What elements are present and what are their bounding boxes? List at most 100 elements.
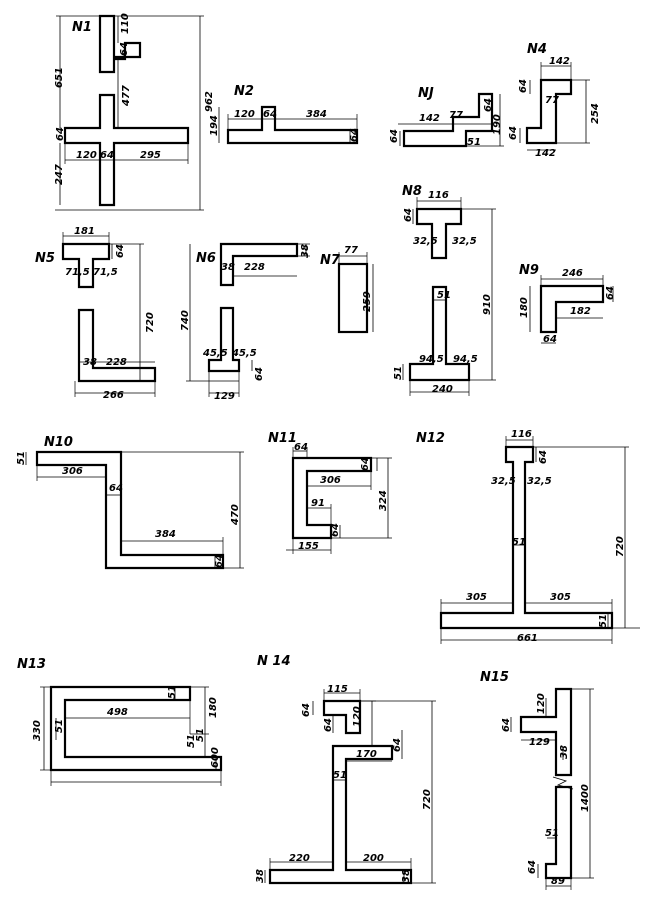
profile-shape [291, 456, 373, 540]
dimension-label: 384 [155, 529, 176, 540]
profile-title: N2 [234, 84, 254, 99]
dimension-label: 200 [363, 853, 384, 864]
dimension-label: 51 [393, 366, 404, 380]
profile-shape [61, 242, 111, 289]
dimension-label: 64 [403, 208, 414, 222]
profile-title: N12 [416, 431, 445, 446]
dimension-label: 64 [301, 703, 312, 717]
dimension-label: 142 [549, 56, 570, 67]
profile-n6: N6 38 228 38 740 45,5 45,5 64 129 [180, 242, 311, 402]
dimension-label: 240 [432, 384, 453, 395]
dimension-label: 64 [115, 244, 126, 258]
dimension-label: 32,5 [413, 236, 438, 247]
dimension-label: 110 [120, 13, 131, 34]
dimension-label: 64 [100, 150, 114, 161]
dimension-label: 228 [106, 357, 127, 368]
dimension-label: 120 [352, 706, 363, 727]
dimension-label: 51 [512, 537, 526, 548]
dimension-label: 651 [54, 67, 65, 88]
profile-shape [519, 687, 573, 777]
profile-n2: N2 120 64 384 194 64 [209, 84, 360, 145]
dimension-label: 51 [598, 614, 609, 628]
dimension-label: 32,5 [491, 476, 516, 487]
dimension-label: 64 [538, 450, 549, 464]
dimension-label: 64 [254, 367, 265, 381]
dimension-label: 470 [230, 504, 241, 526]
dimension-label: 89 [551, 876, 565, 887]
dimension-label: 64 [389, 129, 400, 143]
dimension-label: 71,5 [65, 267, 90, 278]
dimension-label: 246 [562, 268, 583, 279]
dimension-label: 51 [333, 770, 347, 781]
profile-n13: N13 330 51 498 180 51 51 51 600 [17, 657, 223, 786]
dimension-label: 45,5 [231, 348, 257, 359]
dimension-label: 142 [419, 113, 440, 124]
dimension-label: 71,5 [93, 267, 118, 278]
profile-title: N11 [268, 431, 297, 446]
dimension-label: 94,5 [419, 354, 444, 365]
dimension-label: 600 [210, 747, 221, 768]
profile-n8: N8 116 64 32,5 32,5 910 51 94,5 94,5 51 … [393, 184, 496, 396]
dimension-label: 180 [208, 697, 219, 718]
dimension-label: 38 [221, 262, 235, 273]
dimension-label: 38 [255, 869, 266, 883]
dimension-label: 384 [306, 109, 327, 120]
dimension-label: 51 [186, 734, 197, 748]
dimension-label: 64 [349, 128, 360, 142]
dimension-label: 170 [356, 749, 377, 760]
profile-title: N9 [519, 263, 539, 278]
dimension-label: 64 [214, 554, 225, 568]
dimension-label: 228 [244, 262, 265, 273]
dimension-label: 94,5 [453, 354, 478, 365]
profile-shape [402, 92, 494, 148]
dimension-label: 64 [55, 127, 66, 141]
profile-title: N 14 [257, 654, 291, 669]
profile-n12: N12 116 64 32,5 32,5 720 51 305 305 51 6… [416, 429, 640, 644]
profile-shape [77, 308, 157, 383]
profile-shape [98, 14, 142, 74]
dimension-label: 32,5 [527, 476, 552, 487]
dimension-label: 64 [119, 42, 130, 56]
profile-title: N10 [44, 435, 73, 450]
profile-n15: N15 120 64 129 38 1400 51 64 89 [480, 670, 594, 890]
profile-shape [525, 78, 573, 145]
dimension-label: 720 [615, 536, 626, 557]
dimension-label: 661 [517, 633, 538, 644]
dimension-label: 498 [106, 707, 128, 718]
dimension-label: 64 [294, 442, 308, 453]
dimension-label: 77 [344, 245, 358, 256]
dimension-label: 116 [428, 190, 449, 201]
profile-n7: N7 77 259 [320, 245, 374, 334]
dimension-label: 64 [543, 334, 557, 345]
profile-n1: N1 110 64 651 962 477 64 120 64 295 247 [54, 13, 215, 211]
profile-title: N1 [72, 20, 92, 35]
profile-n9: N9 246 64 180 182 64 [519, 263, 616, 345]
dimension-label: 247 [54, 164, 65, 185]
dimension-label: 182 [570, 306, 591, 317]
dimension-label: 720 [145, 312, 156, 333]
profile-shape [415, 207, 463, 260]
dimension-label: 477 [121, 85, 132, 107]
dimension-label: 64 [392, 738, 403, 752]
dimension-label: 64 [501, 718, 512, 732]
dimension-label: 962 [204, 91, 215, 112]
dimension-label: 129 [214, 391, 235, 402]
dimension-label: 190 [492, 114, 503, 135]
profile-title: N13 [17, 657, 46, 672]
dimension-label: 116 [511, 429, 532, 440]
dimension-label: 64 [605, 286, 616, 300]
dimension-label: 64 [323, 718, 334, 732]
dimension-label: 51 [437, 290, 451, 301]
dimension-label: 142 [535, 148, 556, 159]
dimension-label: 64 [330, 523, 341, 537]
profile-n10: N10 51 306 64 470 384 64 [16, 435, 244, 570]
dimension-label: 254 [590, 103, 601, 124]
dimension-label: 64 [263, 109, 277, 120]
dimension-label: 330 [32, 720, 43, 741]
dimension-label: 51 [195, 728, 206, 742]
dimension-label: 220 [289, 853, 310, 864]
dimension-label: 77 [545, 95, 559, 106]
dimension-label: 194 [209, 115, 220, 136]
dimension-label: 155 [298, 541, 319, 552]
